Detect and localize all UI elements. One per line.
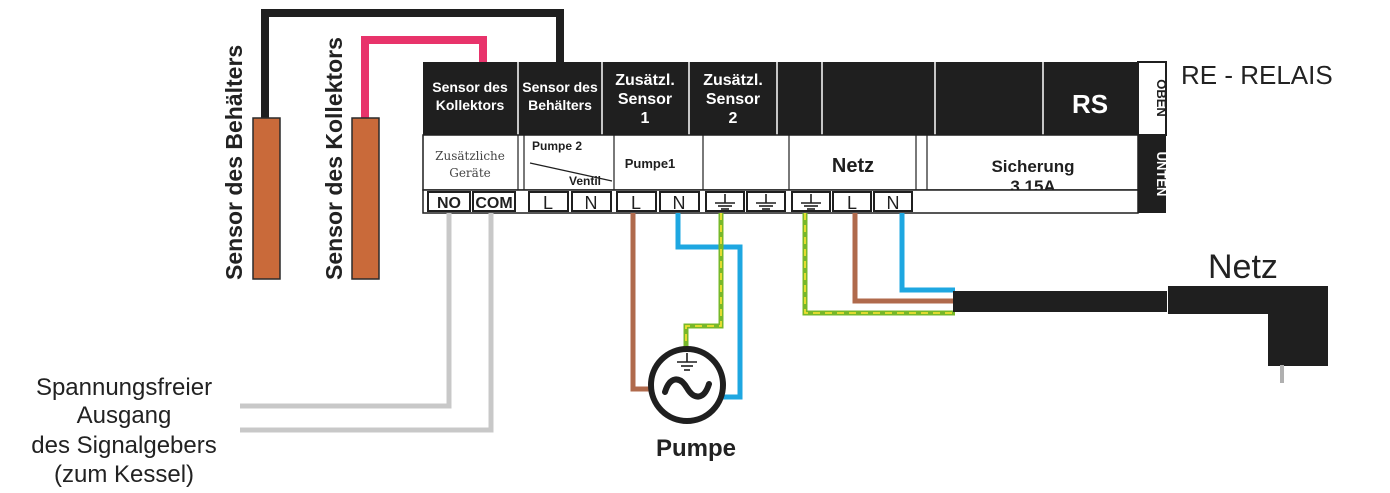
ground-icon <box>715 194 735 210</box>
pump-brown-wire <box>630 213 655 392</box>
terminal-block: Sensor des Kollektors Sensor des Behälte… <box>422 61 1169 214</box>
pump-earth-wire <box>683 213 724 352</box>
pump-symbol <box>648 346 726 424</box>
pump-ground-icon <box>677 353 697 371</box>
col2-header-line2: Behälters <box>528 97 592 113</box>
netz-plug-label: Netz <box>1208 248 1278 286</box>
netz-terminal-label: Netz <box>832 155 874 177</box>
re-relais-label: RE - RELAIS <box>1181 60 1333 90</box>
pump-label: Pumpe <box>656 435 736 462</box>
zusaetzliche-line2: Geräte <box>449 166 491 180</box>
pump-earth-stripe <box>685 213 722 352</box>
sensor-cables <box>261 9 564 122</box>
sicherung-line1: Sicherung <box>991 157 1074 176</box>
terminal-n-pumpe1 <box>659 191 700 212</box>
com-output-wire <box>240 213 494 433</box>
behaelter-sensor-label: Sensor des Behälters <box>221 45 247 280</box>
col1-header-line1: Sensor des <box>432 79 508 95</box>
pump-wires <box>630 213 743 400</box>
mains-earth-stripe <box>804 213 955 314</box>
mains-wires <box>802 213 955 316</box>
col1-header-line2: Kollektors <box>436 97 505 113</box>
mains-cable <box>953 291 1167 312</box>
terminal-n-pumpe1-label: N <box>673 193 686 213</box>
terminal-l-pumpe1 <box>616 191 657 212</box>
terminal-no <box>427 191 471 212</box>
terminal-top-row <box>423 62 1138 135</box>
col3-header-line1: Zusätzl. <box>615 72 675 89</box>
ground-icons <box>715 194 821 210</box>
col3-header-line2: Sensor <box>618 91 672 108</box>
terminal-l-pumpe2-label: L <box>543 193 553 213</box>
terminal-n-pumpe2-label: N <box>585 193 598 213</box>
mains-blue-wire <box>899 213 955 293</box>
terminal-com <box>472 191 516 212</box>
mains-plug-icon <box>1168 286 1328 383</box>
col2-header-line1: Sensor des <box>522 79 598 95</box>
output-label-line2: Ausgang <box>77 402 172 429</box>
mains-earth-wire <box>802 213 955 316</box>
terminal-l-pumpe1-label: L <box>631 193 641 213</box>
ground-icon <box>801 194 821 210</box>
signal-output-wires <box>240 213 494 433</box>
ventil-label: Ventil <box>569 174 601 188</box>
unten-cell <box>1138 135 1166 213</box>
pumpe2-label: Pumpe 2 <box>532 139 582 153</box>
terminal-l-pumpe2 <box>528 191 569 212</box>
rs-label: RS <box>1072 89 1108 119</box>
kollektor-sensor-cable <box>361 36 487 122</box>
output-label-line1: Spannungsfreier <box>36 374 212 401</box>
terminal-l-netz <box>832 191 872 212</box>
col4-header-line3: 2 <box>729 110 738 127</box>
output-label-line4: (zum Kessel) <box>54 461 194 488</box>
terminal-com-label: COM <box>475 195 512 212</box>
terminal-n-netz-label: N <box>887 193 900 213</box>
oben-cell <box>1137 61 1167 136</box>
terminal-middle-row <box>422 134 1139 191</box>
pumpe1-label: Pumpe1 <box>625 156 676 171</box>
ac-wave-icon <box>662 376 712 400</box>
col4-header-line2: Sensor <box>706 91 760 108</box>
oben-label: OBEN <box>1154 79 1169 117</box>
behaelter-sensor-probe <box>252 117 281 280</box>
no-output-wire <box>240 213 452 409</box>
zusaetzliche-line1: Zusätzliche <box>435 149 505 163</box>
kollektor-sensor-label: Sensor des Kollektors <box>321 37 347 280</box>
terminal-no-label: NO <box>437 195 461 212</box>
mains-brown-wire <box>852 213 955 304</box>
terminal-n-netz <box>873 191 913 212</box>
terminal-l-netz-label: L <box>847 193 857 213</box>
behaelter-sensor-cable <box>261 9 564 120</box>
ground-icon <box>756 194 776 210</box>
output-label-line3: des Signalgebers <box>31 432 216 459</box>
pump-blue-wire <box>675 213 743 400</box>
kollektor-sensor-probe <box>351 117 380 280</box>
col4-header-line1: Zusätzl. <box>703 72 763 89</box>
col3-header-line3: 1 <box>641 110 650 127</box>
unten-label: UNTEN <box>1154 152 1169 197</box>
terminal-n-pumpe2 <box>571 191 612 212</box>
